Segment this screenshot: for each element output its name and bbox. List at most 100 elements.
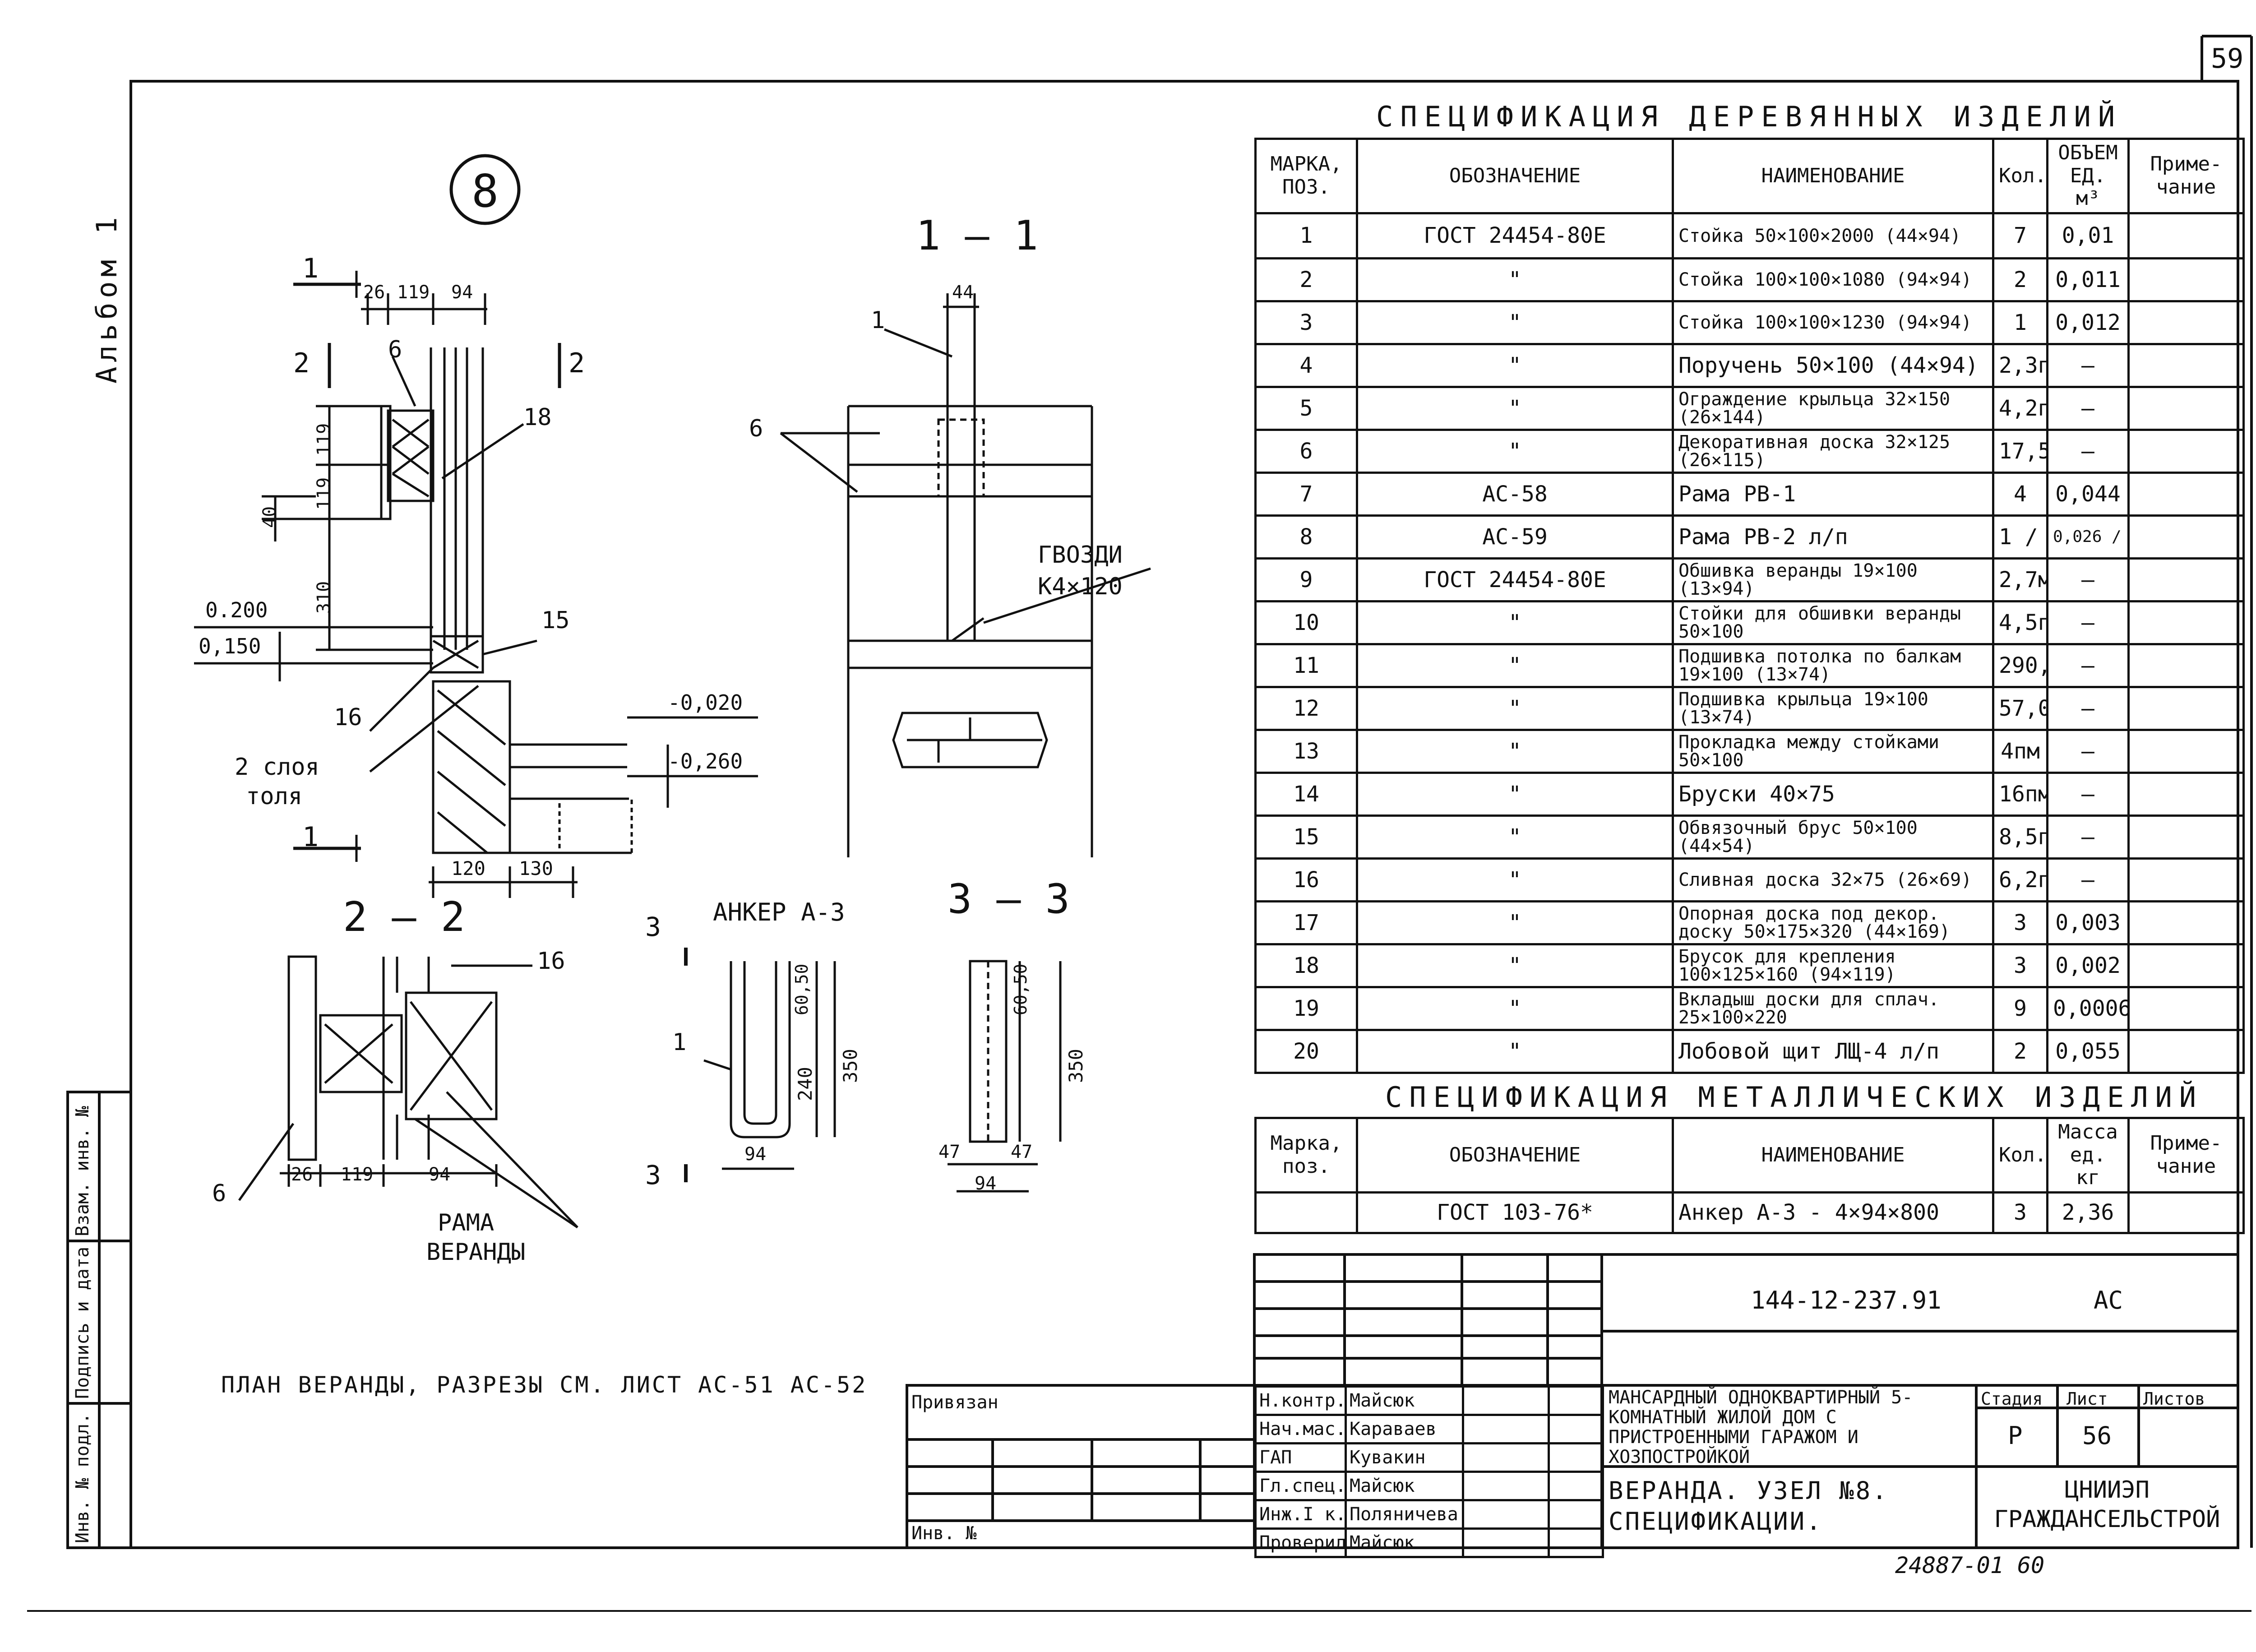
anchor-title: АНКЕР А-3 (713, 898, 845, 926)
cell-qty: 2,3пм (1992, 343, 2048, 388)
cell-note (2127, 686, 2245, 731)
dim-94-anchor: 94 (744, 1144, 767, 1165)
wood-spec-table: МАРКА, ПОЗ. ОБОЗНАЧЕНИЕ НАИМЕНОВАНИЕ Кол… (1254, 138, 2245, 1074)
cell-designation: " (1356, 1029, 1674, 1074)
table-row: 16"Сливная доска 32×75 (26×69)6,2пм— (1254, 857, 2245, 902)
table-row: Нач.мас.Караваев (1254, 1414, 1604, 1444)
cell-designation: " (1356, 386, 1674, 431)
nails-line1: ГВОЗДИ (1038, 541, 1123, 569)
hdr-designation: ОБОЗНАЧЕНИЕ (1356, 138, 1674, 214)
cell-volume: — (2046, 814, 2130, 860)
plan-note: ПЛАН ВЕРАНДЫ, РАЗРЕЗЫ СМ. ЛИСТ АС-51 АС-… (221, 1372, 868, 1398)
cell-name: Стойка 100×100×1230 (94×94) (1672, 300, 1994, 345)
cut-2-right: 2 (569, 347, 585, 379)
cell-volume: — (2046, 729, 2130, 774)
role-person: Караваев (1345, 1414, 1464, 1444)
role-date (1548, 1442, 1604, 1473)
cell-volume: — (2046, 429, 2130, 474)
cell-volume: — (2046, 557, 2130, 602)
cell-qty: 57,0пм (1992, 686, 2048, 731)
callout-16-s22: 16 (537, 948, 565, 975)
cell-mark: 7 (1254, 472, 1358, 517)
hdr-note: Приме-чание (2127, 138, 2245, 214)
role-label: ГАП (1254, 1442, 1347, 1473)
sheet-label: Лист (2066, 1389, 2108, 1409)
doc-suffix: АС (2094, 1286, 2123, 1314)
wood-spec-header: МАРКА, ПОЗ. ОБОЗНАЧЕНИЕ НАИМЕНОВАНИЕ Кол… (1254, 138, 2245, 214)
cell-name: Подшивка крыльца 19×100 (13×74) (1672, 686, 1994, 731)
cell-mark: 9 (1254, 557, 1358, 602)
section-2-2-title: 2 – 2 (343, 893, 465, 941)
cell-designation: " (1356, 943, 1674, 988)
role-signature (1462, 1499, 1550, 1530)
cell-name: Ограждение крыльца 32×150 (26×144) (1672, 386, 1994, 431)
cell-qty: 9 (1992, 986, 2048, 1031)
role-date (1548, 1471, 1604, 1501)
callout-18: 18 (523, 404, 552, 431)
cell-note (2127, 257, 2245, 302)
cell-mark: 1 (1254, 212, 1358, 259)
cell-designation: " (1356, 600, 1674, 645)
cell-qty: 2 (1992, 1029, 2048, 1074)
cell-designation: " (1356, 814, 1674, 860)
cell-designation: " (1356, 772, 1674, 817)
cell-note (2127, 900, 2245, 945)
dim-94-s33: 94 (975, 1173, 997, 1194)
mhdr-note: Приме-чание (2127, 1117, 2245, 1194)
cut-2-left: 2 (293, 347, 310, 379)
sheet-value: 56 (2082, 1421, 2112, 1450)
role-person: Майсюк (1345, 1385, 1464, 1416)
cell-qty: 16пм (1992, 772, 2048, 817)
callout-6-node: 6 (388, 336, 402, 363)
cell-note (2127, 212, 2245, 259)
cell-name: Обвязочный брус 50×100 (44×54) (1672, 814, 1994, 860)
cell-designation: " (1356, 429, 1674, 474)
cut-1-bottom: 1 (302, 821, 319, 853)
mhdr-mass: Масса ед. кг (2046, 1117, 2130, 1194)
cell-name: Бруски 40×75 (1672, 772, 1994, 817)
mhdr-mark: Марка, поз. (1254, 1117, 1358, 1194)
elev-m0020: -0,020 (668, 690, 743, 715)
sheets-label: Листов (2143, 1389, 2205, 1409)
cell-mark: 12 (1254, 686, 1358, 731)
bottom-number: 24887-01 60 (1895, 1552, 2045, 1578)
section-3-3-title: 3 – 3 (948, 875, 1070, 923)
table-row: Инж.I к.Поляничева (1254, 1499, 1604, 1530)
wood-spec-title: СПЕЦИФИКАЦИЯ ДЕРЕВЯННЫХ ИЗДЕЛИЙ (1376, 100, 2122, 133)
cell-name: Декоративная доска 32×125 (26×115) (1672, 429, 1994, 474)
elev-0200: 0.200 (205, 598, 268, 622)
cell-volume: — (2046, 857, 2130, 902)
table-row: Гл.спец.Майсюк (1254, 1471, 1604, 1501)
metal-spec-row: ГОСТ 103-76* Анкер А-3 - 4×94×800 3 2,36 (1254, 1191, 2245, 1234)
elev-m0260: -0,260 (668, 749, 743, 773)
cell-volume: — (2046, 343, 2130, 388)
role-label: Проверил (1254, 1527, 1347, 1558)
role-signature (1462, 1527, 1550, 1558)
table-row: 6"Декоративная доска 32×125 (26×115)17,5… (1254, 429, 2245, 474)
cell-volume: 0,055 (2046, 1029, 2130, 1074)
cell-note (2127, 386, 2245, 431)
cell-mark: 2 (1254, 257, 1358, 302)
metal-spec-table: Марка, поз. ОБОЗНАЧЕНИЕ НАИМЕНОВАНИЕ Кол… (1254, 1117, 2245, 1234)
rama-line1: РАМА (438, 1209, 495, 1236)
role-person: Кувакин (1345, 1442, 1464, 1473)
cell-designation: " (1356, 857, 1674, 902)
cell-note (2127, 814, 2245, 860)
cell-note (2127, 943, 2245, 988)
cell-name: Поручень 50×100 (44×94) (1672, 343, 1994, 388)
cell-volume: 0,0006 (2046, 986, 2130, 1031)
cell-volume: 0,044 (2046, 472, 2130, 517)
section-3-3 (948, 960, 1062, 1193)
callout-1-s11: 1 (871, 307, 885, 334)
dim-47-right: 47 (1011, 1142, 1033, 1162)
cell-note (2127, 557, 2245, 602)
cell-designation: " (1356, 900, 1674, 945)
cell-designation: " (1356, 300, 1674, 345)
cell-name: Прокладка между стойками 50×100 (1672, 729, 1994, 774)
rama-line2: ВЕРАНДЫ (426, 1239, 526, 1266)
